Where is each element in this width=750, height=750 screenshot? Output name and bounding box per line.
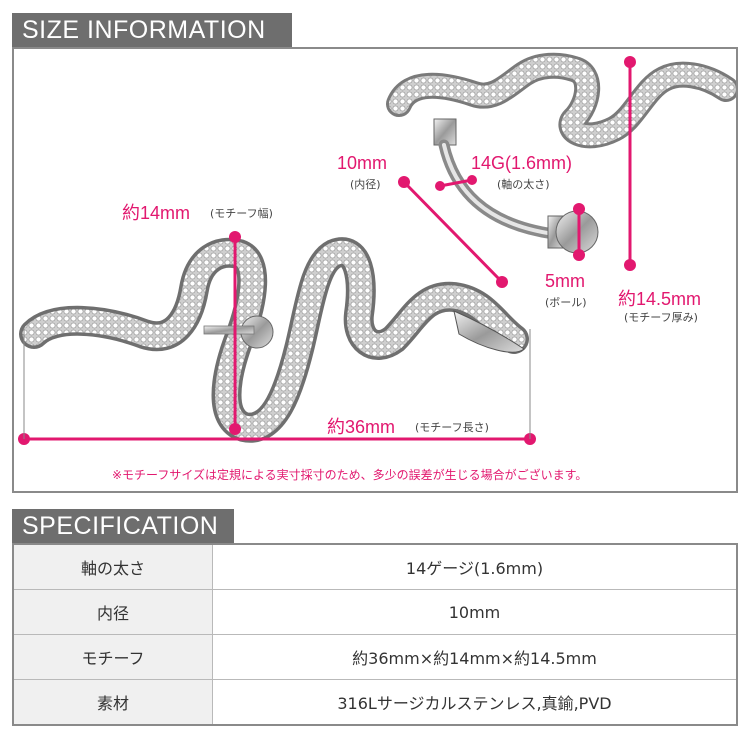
spec-key-inner-diameter: 内径 <box>13 589 213 635</box>
thickness-value-label: 約14.5mm <box>618 289 702 309</box>
size-information-header: SIZE INFORMATION <box>12 13 292 47</box>
specification-header: SPECIFICATION <box>12 509 234 543</box>
gauge-desc-label: (軸の太さ) <box>497 178 550 191</box>
length-desc-label: (モチーフ長さ) <box>415 421 489 434</box>
spec-key-motif: モチーフ <box>13 634 213 680</box>
spec-value-material: 316Lサージカルステンレス,真鍮,PVD <box>212 679 737 725</box>
table-row: モチーフ 約36mm×約14mm×約14.5mm <box>13 634 737 680</box>
product-diagram <box>18 52 736 445</box>
table-row: 内径 10mm <box>13 589 737 635</box>
inner-diameter-desc-label: (内径) <box>350 178 381 191</box>
spec-value-motif: 約36mm×約14mm×約14.5mm <box>212 634 737 680</box>
thickness-desc-label: (モチーフ厚み) <box>624 311 698 324</box>
inner-diameter-value-label: 10mm <box>337 153 388 173</box>
measurement-note: ※モチーフサイズは定規による実寸採寸のため、多少の誤差が生じる場合がございます。 <box>112 468 588 482</box>
ball-value-label: 5mm <box>545 271 585 291</box>
table-row: 軸の太さ 14ゲージ(1.6mm) <box>13 544 737 590</box>
spec-key-gauge: 軸の太さ <box>13 544 213 590</box>
spec-value-inner-diameter: 10mm <box>212 589 737 635</box>
snake-front-view-image <box>19 237 529 443</box>
spec-key-material: 素材 <box>13 679 213 725</box>
spec-value-gauge: 14ゲージ(1.6mm) <box>212 544 737 590</box>
ball-desc-label: (ボール) <box>545 296 587 309</box>
size-information-panel: 約14mm (モチーフ幅) 約36mm (モチーフ長さ) 10mm (内径) 1… <box>12 47 738 493</box>
table-row: 素材 316Lサージカルステンレス,真鍮,PVD <box>13 679 737 725</box>
width-value-label: 約14mm <box>122 203 191 223</box>
dimension-markers <box>18 56 636 445</box>
length-value-label: 約36mm <box>327 417 396 437</box>
specification-table: 軸の太さ 14ゲージ(1.6mm) 内径 10mm モチーフ 約36mm×約14… <box>12 543 738 726</box>
gauge-value-label: 14G(1.6mm) <box>471 153 573 173</box>
width-desc-label: (モチーフ幅) <box>210 207 273 220</box>
